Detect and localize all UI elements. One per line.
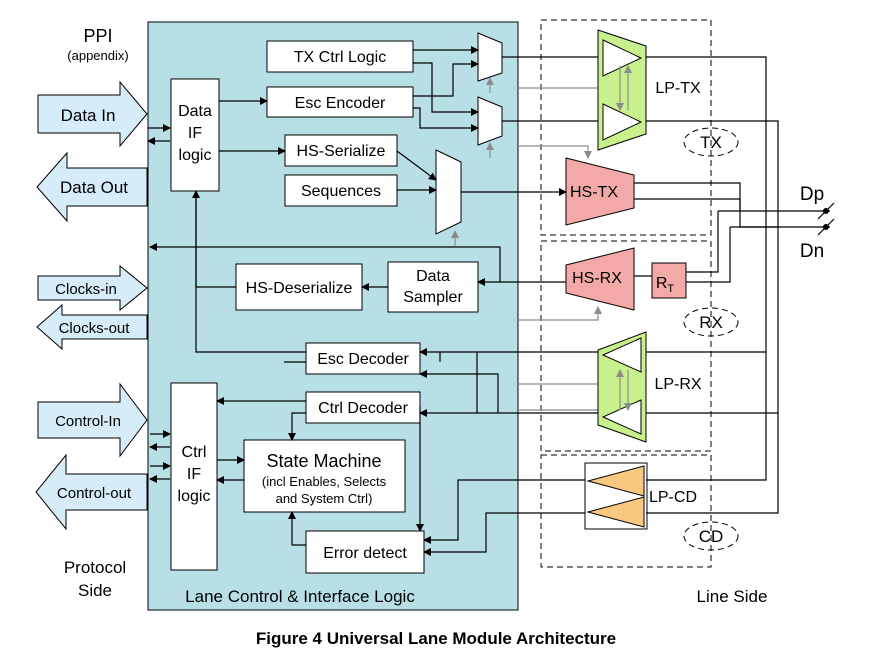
- sequences-block: [284, 174, 398, 207]
- lp-rx-block: LP-RX: [597, 331, 702, 443]
- lp-cd-block: LP-CD: [584, 462, 697, 530]
- hs-deserialize-label: HS-Deserialize: [246, 280, 353, 297]
- esc-decoder-label: Esc Decoder: [317, 351, 409, 368]
- data-sampler-label-2: Sampler: [403, 289, 463, 306]
- ctrl-if-label-2: IF: [187, 466, 201, 483]
- svg-text:TX: TX: [700, 133, 722, 152]
- svg-text:Control-In: Control-In: [55, 413, 121, 430]
- hs-serialize-label: HS-Serialize: [297, 143, 386, 160]
- data-if-label-3: logic: [179, 147, 212, 164]
- svg-text:RT: RT: [656, 275, 675, 295]
- dn-pin: Dn: [800, 218, 835, 262]
- svg-text:Control-out: Control-out: [57, 485, 132, 502]
- protocol-side-label-2: Side: [78, 581, 112, 600]
- state-machine-sub-2: and System Ctrl): [276, 491, 373, 506]
- ppi-title: PPI: [83, 26, 112, 46]
- rx-dashed-region: [540, 240, 712, 452]
- state-machine-sub-1: (incl Enables, Selects: [262, 474, 387, 489]
- data-if-label-1: Data: [178, 103, 212, 120]
- hs-mux: [435, 149, 462, 235]
- svg-text:Clocks-in: Clocks-in: [55, 281, 117, 298]
- esc-encoder-block: [266, 86, 414, 118]
- rt-termination-block: RT: [651, 262, 687, 299]
- lane-control-label: Lane Control & Interface Logic: [185, 587, 415, 606]
- esc-decoder-block: [305, 342, 421, 375]
- figure-caption: Figure 4 Universal Lane Module Architect…: [256, 629, 616, 648]
- data-in-arrow: Data In: [37, 80, 148, 148]
- svg-text:LP-CD: LP-CD: [649, 489, 697, 506]
- lp-tx-block: LP-TX: [597, 29, 701, 151]
- data-if-logic-block: [170, 78, 220, 192]
- data-sampler-block: [387, 261, 479, 313]
- hs-tx-block: HS-TX: [565, 157, 635, 226]
- svg-text:HS-TX: HS-TX: [570, 184, 618, 201]
- esc-encoder-label: Esc Encoder: [295, 95, 386, 112]
- lp-tx-label: LP-TX: [655, 80, 701, 97]
- ctrl-decoder-block: [305, 391, 421, 424]
- data-if-label-2: IF: [188, 125, 202, 142]
- cd-label-group: CD: [683, 521, 739, 551]
- protocol-side-label: Protocol: [64, 558, 126, 577]
- dp-pin: Dp: [800, 184, 835, 220]
- line-side-label: Line Side: [697, 587, 768, 606]
- svg-text:Dn: Dn: [800, 241, 824, 262]
- hs-rx-block: HS-RX: [565, 247, 635, 311]
- cd-dashed-region: [540, 454, 712, 568]
- ppi-subtitle: (appendix): [67, 48, 128, 63]
- error-detect-block: [305, 530, 425, 574]
- hs-serialize-block: [284, 134, 398, 167]
- ctrl-if-logic-block: [170, 382, 218, 571]
- clocks-in-arrow: Clocks-in: [37, 264, 148, 312]
- clocks-out-arrow: Clocks-out: [36, 303, 148, 351]
- tx-ctrl-logic-label: TX Ctrl Logic: [294, 49, 386, 66]
- tx-label-group: TX: [683, 127, 739, 157]
- state-machine-block: [243, 439, 406, 513]
- ctrl-if-label-3: logic: [178, 488, 211, 505]
- svg-text:RX: RX: [699, 313, 723, 332]
- data-sampler-label-1: Data: [416, 268, 450, 285]
- state-machine-label: State Machine: [266, 451, 381, 471]
- svg-text:Dp: Dp: [800, 184, 824, 205]
- svg-text:LP-RX: LP-RX: [654, 376, 701, 393]
- svg-text:Data Out: Data Out: [60, 178, 128, 197]
- svg-text:HS-RX: HS-RX: [572, 270, 622, 287]
- ctrl-decoder-label: Ctrl Decoder: [318, 400, 408, 417]
- ctrl-if-label-1: Ctrl: [182, 444, 207, 461]
- rx-label-group: RX: [683, 307, 739, 337]
- control-in-arrow: Control-In: [37, 382, 148, 458]
- tx-ctrl-logic-block: [266, 40, 414, 73]
- svg-text:Data In: Data In: [61, 106, 116, 125]
- data-out-arrow: Data Out: [36, 151, 148, 223]
- svg-text:Clocks-out: Clocks-out: [59, 320, 131, 337]
- sequences-label: Sequences: [301, 183, 381, 200]
- svg-text:CD: CD: [699, 527, 724, 546]
- control-out-arrow: Control-out: [35, 453, 148, 531]
- tx-dashed-region: [540, 19, 712, 236]
- error-detect-label: Error detect: [323, 545, 407, 562]
